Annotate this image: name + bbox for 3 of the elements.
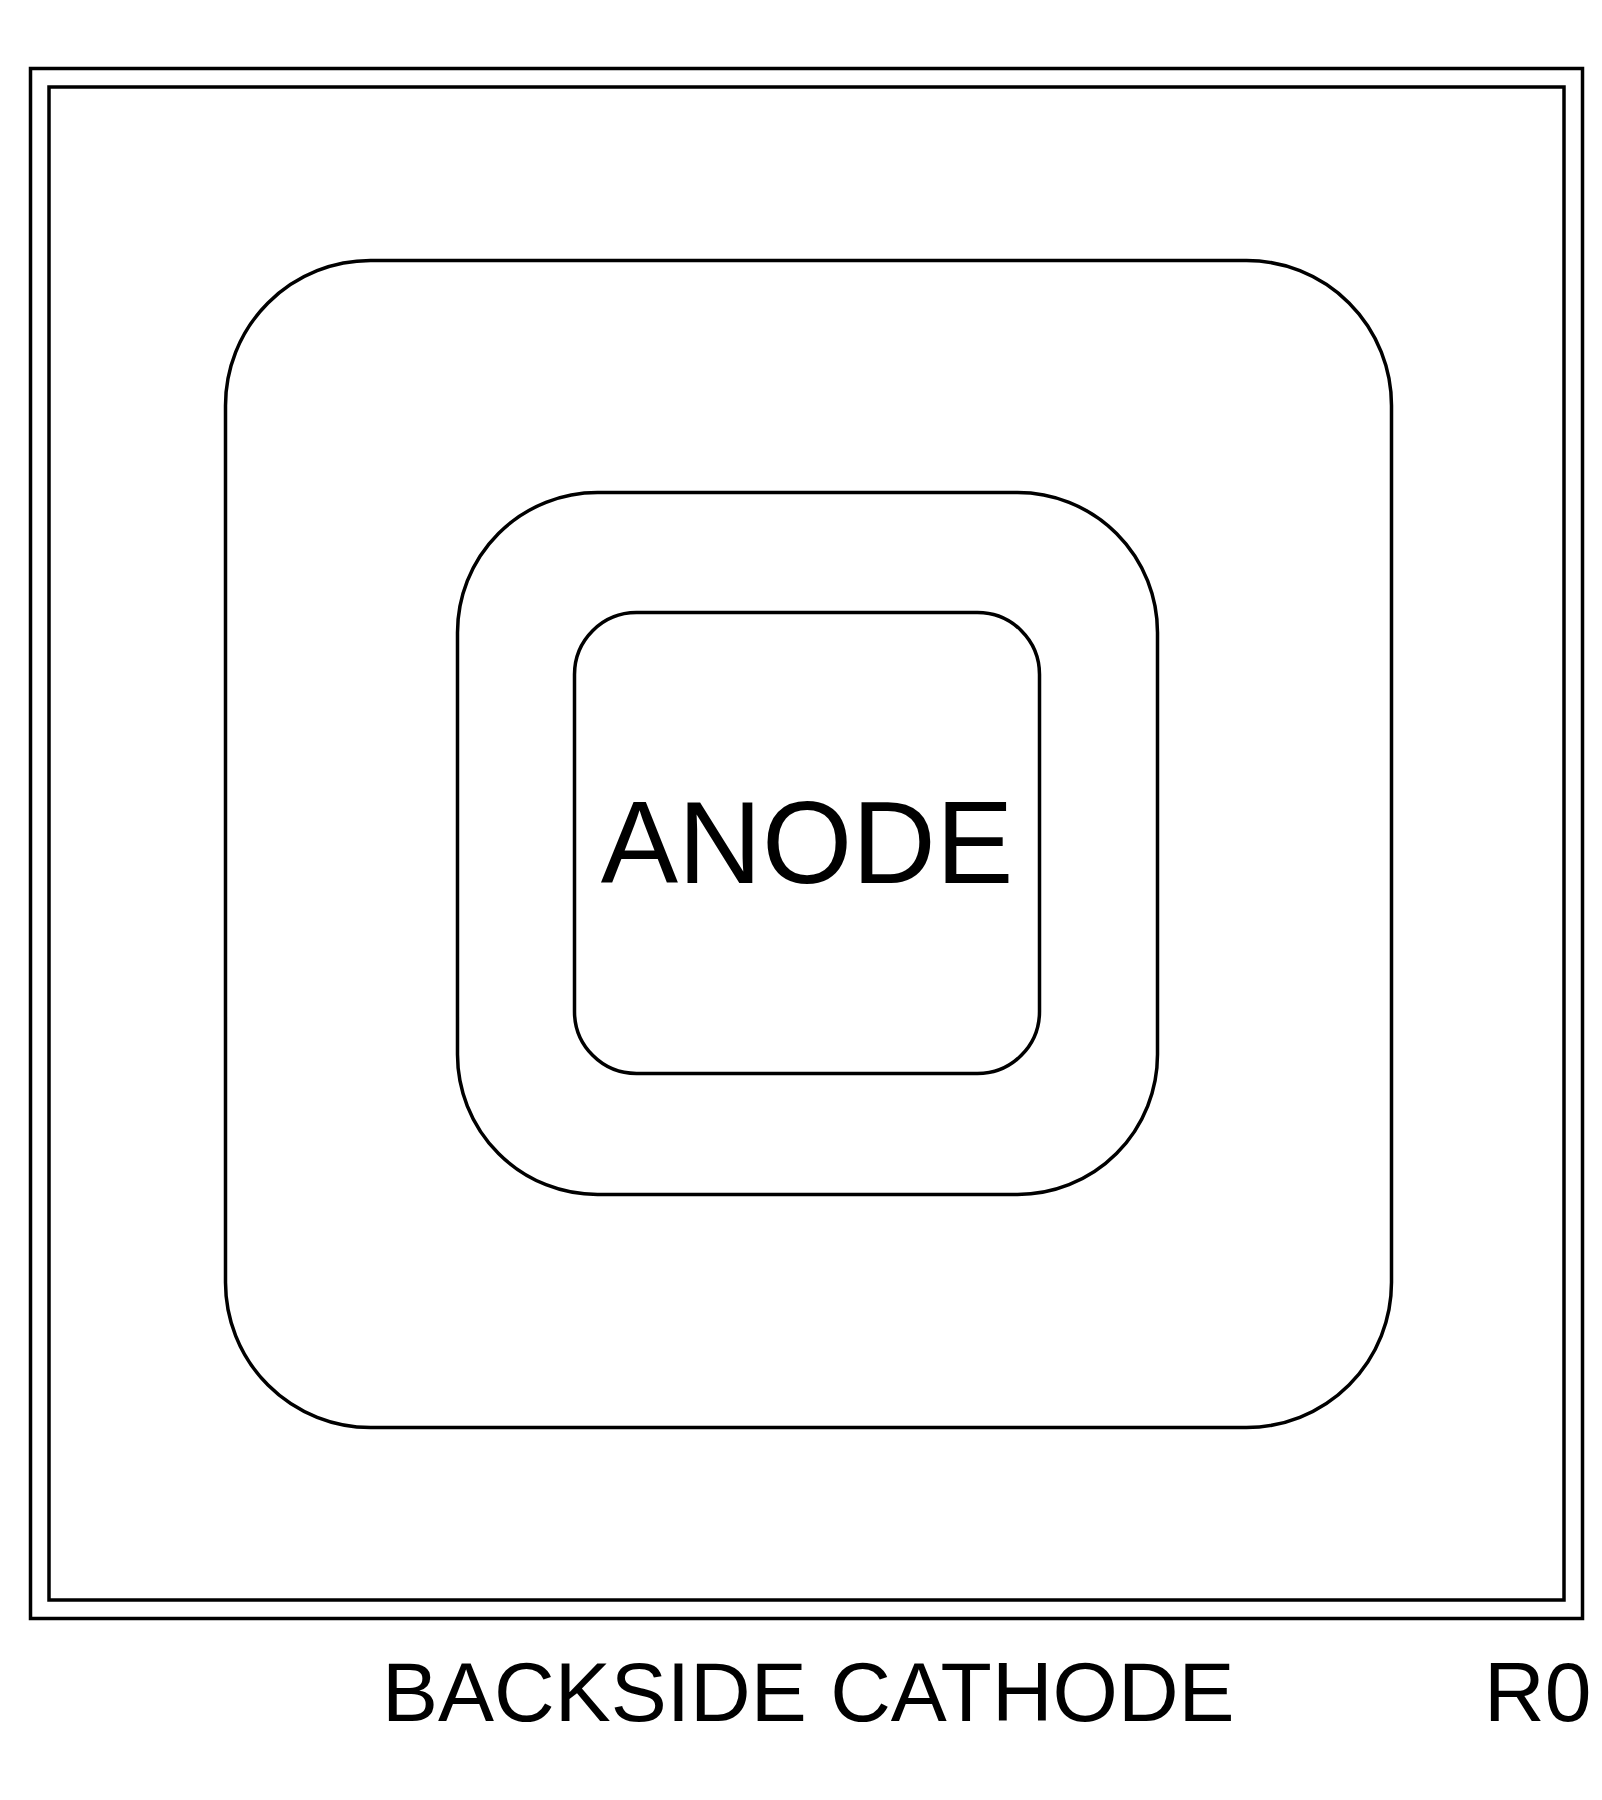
revision-label: R0 <box>1484 1650 1592 1734</box>
backside-label: BACKSIDE CATHODE <box>382 1650 1235 1734</box>
pad-label: ANODE <box>600 778 1014 908</box>
